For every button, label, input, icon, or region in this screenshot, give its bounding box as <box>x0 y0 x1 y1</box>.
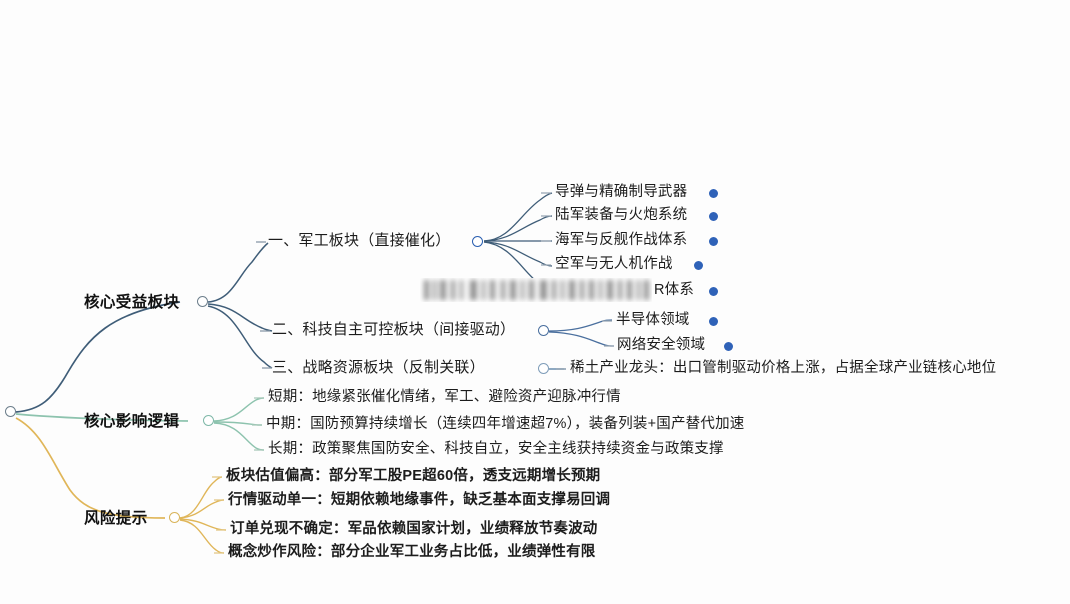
hub-impact-logic[interactable] <box>203 415 214 426</box>
link-risk-to-hype <box>179 519 225 554</box>
link-risk-to-order <box>179 518 227 531</box>
branch-label-risk[interactable]: 风险提示 <box>84 510 148 527</box>
bullet-semiconductor-icon <box>709 317 718 326</box>
leaf-missiles[interactable]: 导弹与精确制导武器 <box>555 184 688 200</box>
leaf-short-term[interactable]: 短期：地缘紧张催化情绪，军工、避险资产迎脉冲行情 <box>268 389 621 405</box>
link-logic-to-short <box>213 397 265 422</box>
link-root-to-core-beneficiary <box>15 301 181 413</box>
redacted-text-block <box>420 278 652 302</box>
link-core-to-strategic <box>207 305 273 369</box>
bullet-army-equipment-icon <box>709 212 718 221</box>
link-tech-to-semiconductor <box>548 319 613 332</box>
leaf-mid-term[interactable]: 中期：国防预算持续增长（连续四年增速超7%），装备列装+国产替代加速 <box>266 416 745 432</box>
leaf-valuation-high[interactable]: 板块估值偏高：部分军工股PE超60倍，透支远期增长预期 <box>226 468 601 484</box>
leaf-long-term[interactable]: 长期：政策聚焦国防安全、科技自立，安全主线获持续资金与政策支撑 <box>268 441 724 457</box>
bullet-navy-anti-ship-icon <box>709 237 718 246</box>
link-logic-to-mid <box>213 421 262 426</box>
link-military-to-airforce <box>483 241 553 267</box>
node-strategic-resources[interactable]: 三、战略资源板块（反制关联） <box>272 359 485 376</box>
hub-risk[interactable] <box>169 512 180 523</box>
link-core-to-tech <box>207 303 273 332</box>
link-core-to-military <box>207 242 269 303</box>
branch-label-core-beneficiary[interactable]: 核心受益板块 <box>84 294 180 311</box>
link-military-to-missiles <box>483 192 553 242</box>
hub-military-industry[interactable] <box>472 236 483 247</box>
node-tech-self-control[interactable]: 二、科技自主可控板块（间接驱动） <box>272 321 516 338</box>
link-root-to-risk <box>15 417 166 519</box>
leaf-army-equipment[interactable]: 陆军装备与火炮系统 <box>555 207 688 223</box>
leaf-redacted-r-system[interactable]: R体系 <box>654 282 695 298</box>
link-military-to-army <box>483 215 553 242</box>
bullet-cyber-security-icon <box>724 342 733 351</box>
branch-label-impact-logic[interactable]: 核心影响逻辑 <box>84 413 180 430</box>
leaf-concept-hype[interactable]: 概念炒作风险：部分企业军工业务占比低，业绩弹性有限 <box>228 544 596 560</box>
hub-core-beneficiary[interactable] <box>197 296 208 307</box>
leaf-rare-earth[interactable]: 稀土产业龙头：出口管制驱动价格上涨，占据全球产业链核心地位 <box>570 360 997 376</box>
leaf-semiconductor[interactable]: 半导体领域 <box>616 312 690 328</box>
link-logic-to-long <box>213 422 265 451</box>
leaf-cyber-security[interactable]: 网络安全领域 <box>617 337 706 353</box>
hub-tech-self-control[interactable] <box>538 325 549 336</box>
leaf-order-uncertainty[interactable]: 订单兑现不确定：军品依赖国家计划，业绩释放节奏波动 <box>230 521 598 537</box>
leaf-single-driver[interactable]: 行情驱动单一：短期依赖地缘事件，缺乏基本面支撑易回调 <box>228 492 611 508</box>
node-military-industry[interactable]: 一、军工板块（直接催化） <box>268 232 451 249</box>
bullet-airforce-uav-icon <box>694 261 703 270</box>
link-risk-to-driver <box>179 499 225 519</box>
leaf-airforce-uav[interactable]: 空军与无人机作战 <box>555 256 673 272</box>
hub-strategic-resources[interactable] <box>538 363 549 374</box>
bullet-missiles-icon <box>709 189 718 198</box>
root-node[interactable] <box>5 406 16 417</box>
link-tech-to-cyber <box>548 331 615 347</box>
link-risk-to-valuation <box>179 476 223 519</box>
leaf-navy-anti-ship[interactable]: 海军与反舰作战体系 <box>555 232 688 248</box>
bullet-redacted-r-system-icon <box>709 287 718 296</box>
